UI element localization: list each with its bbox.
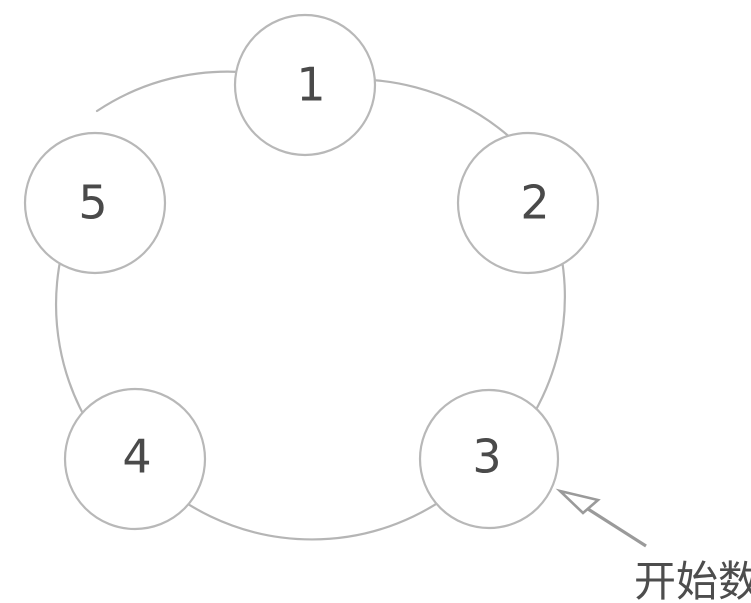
start-annotation: 开始数: [555, 488, 751, 603]
node-4-circle[interactable]: [63, 387, 207, 531]
node-1[interactable]: 1: [233, 13, 377, 157]
node-5-circle[interactable]: [23, 131, 167, 275]
node-5-label: 5: [78, 176, 107, 230]
node-5[interactable]: 5: [23, 131, 167, 275]
node-group: 1 2 3 4 5: [23, 13, 600, 531]
node-2[interactable]: 2: [456, 131, 600, 275]
node-4-label: 4: [122, 430, 151, 484]
node-4[interactable]: 4: [63, 387, 207, 531]
annotation-arrow-head-icon: [555, 488, 601, 515]
node-3-label: 3: [472, 430, 501, 484]
node-2-circle[interactable]: [456, 131, 600, 275]
annotation-label: 开始数: [634, 557, 751, 603]
node-1-circle[interactable]: [233, 13, 377, 157]
node-3[interactable]: 3: [418, 388, 560, 530]
node-3-circle[interactable]: [418, 388, 560, 530]
annotation-arrow-line: [587, 507, 647, 548]
node-2-label: 2: [520, 176, 549, 230]
node-1-label: 1: [296, 58, 325, 112]
